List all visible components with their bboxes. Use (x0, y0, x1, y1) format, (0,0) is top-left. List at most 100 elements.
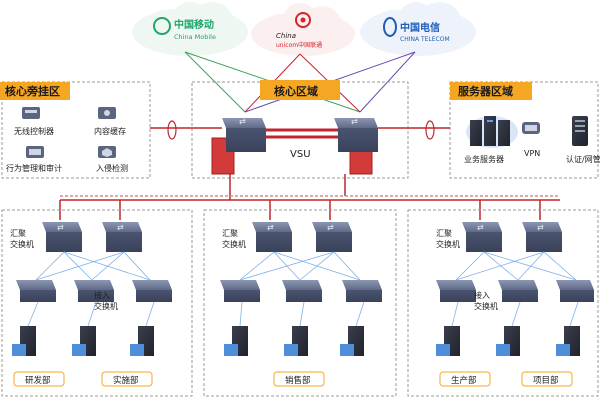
bypass-item-label: 入侵检测 (96, 163, 128, 173)
switch-icon: ⇄ (327, 223, 334, 232)
isp-cloud-china-unicom: China unicom中国联通 (251, 3, 355, 56)
aggregation-switch: ⇄ (42, 222, 82, 252)
intrusion-detection: 入侵检测 (96, 146, 128, 173)
access-switch (498, 280, 538, 302)
aggregation-label: 汇聚 (222, 229, 238, 238)
bypass-item-label: 无线控制器 (14, 126, 54, 136)
access-switch (342, 280, 382, 302)
behavior-management: 行为管理和审计 (6, 146, 62, 173)
pc-workstation (556, 326, 580, 356)
isp-name-en: unicom中国联通 (276, 41, 322, 49)
core-switch-right: ⇄ (334, 117, 378, 175)
isp-name-cn: 中国电信 (400, 21, 440, 34)
core-zone-title: 核心区域 (274, 84, 318, 98)
shield-icon (102, 148, 112, 157)
server-item-label: VPN (524, 149, 540, 158)
pc-workstation (130, 326, 154, 356)
china-telecom-logo-icon (383, 17, 397, 37)
aggregation-label: 汇聚 (436, 229, 452, 238)
aggregation-label: 交换机 (222, 239, 246, 249)
access-label: 交换机 (474, 301, 498, 311)
switch-icon: ⇄ (117, 223, 124, 232)
switch-icon: ⇄ (267, 223, 274, 232)
aggregation-label: 交换机 (10, 239, 34, 249)
core-zone: 核心区域 ⇄ ⇄ VSU (150, 80, 450, 179)
china-mobile-logo-icon (153, 17, 171, 35)
pc-workstation (496, 326, 520, 356)
aggregation-switch: ⇄ (522, 222, 562, 252)
wireless-controller: 无线控制器 (14, 107, 54, 136)
bypass-item-label: 行为管理和审计 (6, 163, 62, 173)
isp-name-cn: China (276, 32, 296, 40)
china-unicom-logo-icon (295, 12, 311, 28)
isp-clouds: 中国移动 China Mobile China unicom中国联通 中国电信 … (132, 2, 476, 56)
pc-workstation (72, 326, 96, 356)
server-led-icon (487, 120, 493, 122)
bypass-zone: 核心旁挂区 无线控制器 内容缓存 行为管理和审计 入侵检测 (0, 81, 151, 179)
auth-management-server: 认证/网管 (566, 116, 600, 164)
aggregation-label: 交换机 (436, 239, 460, 249)
pc-workstation (340, 326, 364, 356)
department-label: 销售部 (285, 375, 311, 386)
vpn-icon (525, 125, 537, 131)
core-zone-title-bg (260, 80, 340, 100)
aggregation-switch: ⇄ (312, 222, 352, 252)
building-block-1: ⇄ ⇄ 汇聚 交换机 接入 交换机 (1, 209, 193, 397)
isp-name-en: CHINA TELECOM (400, 36, 450, 43)
bypass-item-label: 内容缓存 (94, 126, 126, 136)
business-servers: 业务服务器 (464, 116, 518, 164)
aggregation-switch: ⇄ (252, 222, 292, 252)
core-switch-left: ⇄ (211, 117, 266, 175)
access-switch (16, 280, 56, 302)
wireless-controller-icon (25, 110, 37, 113)
vsu-label: VSU (290, 149, 311, 160)
bypass-zone-title-bg (0, 82, 70, 100)
access-switch (220, 280, 260, 302)
cache-icon (104, 110, 110, 116)
link-aggregation-icon (167, 120, 177, 140)
switch-icon: ⇄ (351, 117, 358, 126)
access-switch (74, 280, 114, 302)
server-zone-title-bg (450, 82, 532, 100)
bypass-zone-title: 核心旁挂区 (5, 84, 60, 98)
switch-icon: ⇄ (239, 117, 246, 126)
content-cache: 内容缓存 (94, 107, 126, 136)
access-switch (436, 280, 476, 302)
building-block-2: ⇄ ⇄ 汇聚 交换机 销售部 (203, 209, 397, 397)
isp-name-en: China Mobile (174, 33, 216, 41)
switch-icon: ⇄ (477, 223, 484, 232)
access-switch (282, 280, 322, 302)
access-switch (556, 280, 594, 302)
isp-name-cn: 中国移动 (174, 18, 214, 31)
aggregation-switch: ⇄ (102, 222, 142, 252)
core-distribution-links (59, 174, 560, 220)
access-label: 接入 (474, 290, 490, 300)
pc-workstation (284, 326, 308, 356)
department-label: 研发部 (25, 375, 51, 386)
server-item-label: 业务服务器 (464, 154, 504, 164)
isp-cloud-china-telecom: 中国电信 CHINA TELECOM (360, 2, 476, 56)
switch-icon: ⇄ (57, 223, 64, 232)
switch-icon: ⇄ (537, 223, 544, 232)
pc-workstation (224, 326, 248, 356)
server-item-label: 认证/网管 (566, 154, 600, 164)
department-label: 项目部 (533, 375, 559, 386)
department-label: 生产部 (451, 375, 477, 386)
vpn-device: VPN (522, 122, 540, 158)
link-aggregation-icon (425, 120, 435, 140)
aggregation-switch: ⇄ (462, 222, 502, 252)
pc-workstation (12, 326, 36, 356)
department-label: 实施部 (113, 375, 139, 386)
access-label: 接入 (94, 290, 110, 300)
pc-workstation (436, 326, 460, 356)
building-block-3: ⇄ ⇄ 汇聚 交换机 接入 交换机 (407, 209, 599, 397)
server-zone: 服务器区域 业务服务器 VPN 认证/网管 (449, 81, 600, 179)
aggregation-label: 汇聚 (10, 229, 26, 238)
access-switch (132, 280, 172, 302)
access-label: 交换机 (94, 301, 118, 311)
audit-icon (29, 149, 41, 155)
isp-cloud-china-mobile: 中国移动 China Mobile (132, 2, 248, 56)
server-zone-title: 服务器区域 (458, 84, 513, 98)
